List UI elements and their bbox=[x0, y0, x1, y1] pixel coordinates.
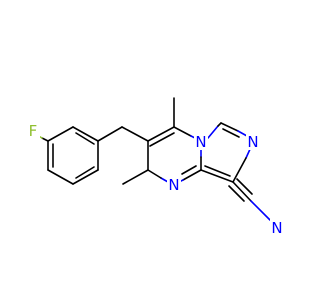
bond-i2-double bbox=[222, 128, 240, 138]
bond-nitrile-2 bbox=[236, 178, 253, 195]
atom-label-nitrile-nitrogen: N bbox=[270, 219, 284, 237]
imidazole-ring bbox=[200, 122, 252, 183]
nitrogen-label: N bbox=[168, 176, 179, 194]
bond-c1-c2 bbox=[47, 126, 74, 142]
bond-p1-double bbox=[149, 132, 175, 147]
bond-ch2-core bbox=[121, 126, 149, 142]
atom-label-ring-nitrogen-top: N bbox=[194, 133, 208, 151]
fluorophenyl-ring bbox=[47, 126, 99, 185]
atom-label-fluorine: F bbox=[27, 122, 40, 140]
bond-p2-dark bbox=[173, 126, 192, 137]
fluorine-label: F bbox=[29, 122, 38, 140]
bond-p1 bbox=[147, 126, 175, 142]
bond-i1-blue bbox=[207, 125, 219, 139]
molecule-structure: F N N N N bbox=[27, 97, 284, 237]
nitrogen-label: N bbox=[195, 133, 206, 151]
bond-i2-dark bbox=[220, 122, 239, 132]
nitrogen-label: N bbox=[271, 219, 282, 237]
double-bond-inner bbox=[75, 132, 95, 145]
bond-methyl-bottom bbox=[122, 169, 149, 185]
bond-c4-c5 bbox=[72, 169, 99, 185]
bond-nitrile-dark bbox=[232, 181, 252, 202]
bond-c5-c6 bbox=[47, 169, 74, 185]
atom-label-ring-nitrogen-bottom: N bbox=[167, 176, 181, 194]
pyrimidine-ring bbox=[147, 126, 202, 183]
nitrogen-label: N bbox=[247, 133, 258, 151]
double-bond-inner bbox=[75, 166, 95, 179]
bond-i2-blue bbox=[237, 130, 248, 137]
bond-i4 bbox=[200, 169, 234, 183]
bond-i4-double bbox=[204, 165, 231, 177]
bond-p4-dark bbox=[182, 169, 202, 181]
bond-c-f-dark bbox=[41, 137, 49, 142]
structure-canvas: F N N N N bbox=[27, 97, 284, 237]
bond-ring-ch2 bbox=[97, 126, 123, 142]
bond-nitrile-3 bbox=[228, 185, 245, 202]
bond-i3-dark bbox=[232, 157, 247, 183]
atom-label-ring-nitrogen-right: N bbox=[246, 133, 260, 151]
bond-c2-c3 bbox=[72, 126, 99, 142]
bond-nitrile-blue bbox=[250, 200, 271, 221]
bond-p4-double bbox=[181, 165, 197, 175]
bond-p5-blue bbox=[160, 177, 169, 183]
bond-p5-dark bbox=[147, 169, 162, 179]
